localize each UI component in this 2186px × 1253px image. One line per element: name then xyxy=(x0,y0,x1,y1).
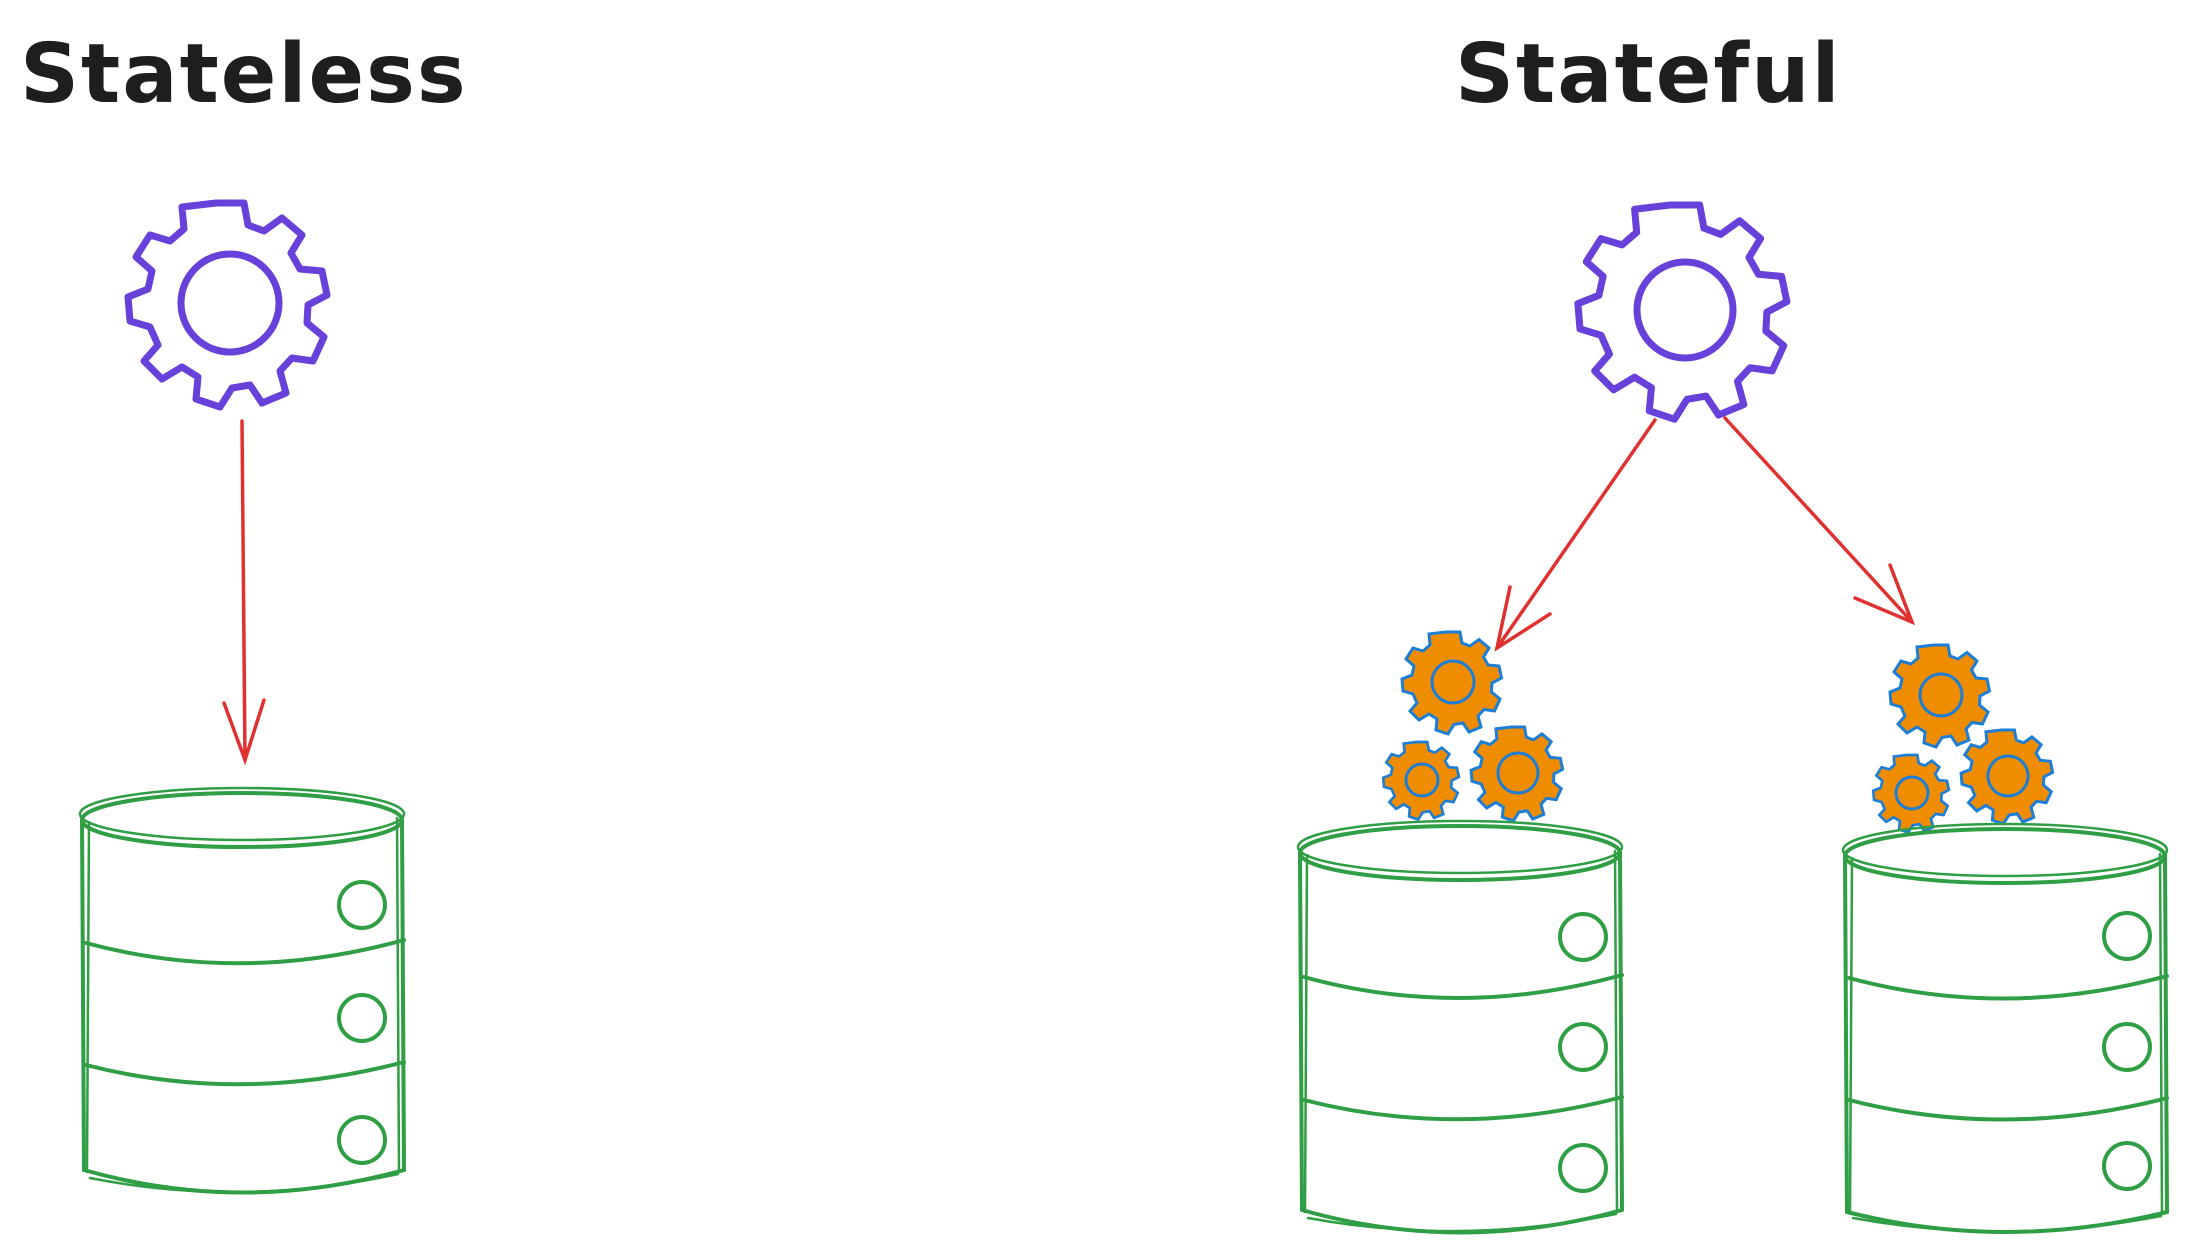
stateless-database-icon xyxy=(78,786,406,1195)
state-gear-icon xyxy=(1888,643,1991,749)
stateful-title: Stateful xyxy=(1455,27,1842,122)
state-gear-icon xyxy=(1959,728,2055,826)
state-gear-icon xyxy=(1469,725,1565,823)
stateless-service-gear-icon xyxy=(128,203,327,407)
stateful-left-state-gears xyxy=(1381,630,1565,823)
stateless-arrow xyxy=(222,419,266,766)
stateful-arrow-left xyxy=(1494,418,1657,652)
stateful-arrow-right xyxy=(1723,416,1916,626)
state-gear-icon xyxy=(1381,740,1461,821)
stateful-right-state-gears xyxy=(1871,643,2055,834)
stateless-title: Stateless xyxy=(20,27,468,122)
stateful-right-database-icon xyxy=(1841,822,2169,1234)
state-gear-icon xyxy=(1871,753,1951,834)
stateful-service-gear-icon xyxy=(1578,205,1787,419)
stateful-left-database-icon xyxy=(1296,819,1624,1235)
state-gear-icon xyxy=(1400,630,1503,736)
